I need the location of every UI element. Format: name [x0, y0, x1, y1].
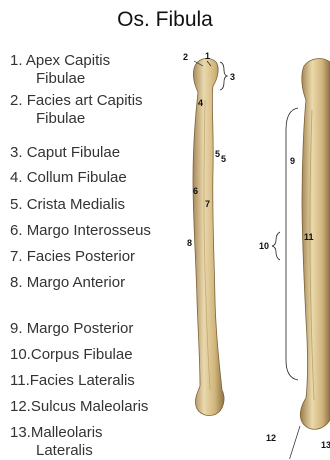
figure-label-8: 8 [187, 238, 192, 248]
figure-label-3: 3 [230, 72, 235, 82]
bracket-9 [286, 108, 298, 380]
figure-label-13: 13 [321, 440, 330, 450]
figure-label-5b: 5 [221, 154, 226, 164]
figure-label-11: 11 [304, 232, 314, 242]
figure-label-5a: 5 [215, 149, 220, 159]
leader-line-12 [288, 426, 300, 459]
figure-label-12: 12 [266, 433, 276, 443]
bracket-10 [272, 232, 280, 260]
fibula-right-bone [300, 59, 330, 430]
figure-label-7: 7 [205, 199, 210, 209]
figure-label-9: 9 [290, 156, 295, 166]
figure-label-4: 4 [198, 98, 203, 108]
figure-label-1: 1 [205, 51, 210, 61]
figure-label-6: 6 [193, 186, 198, 196]
figure-label-10: 10 [259, 241, 269, 251]
bracket-3 [220, 62, 227, 90]
figure-label-2: 2 [183, 52, 188, 62]
